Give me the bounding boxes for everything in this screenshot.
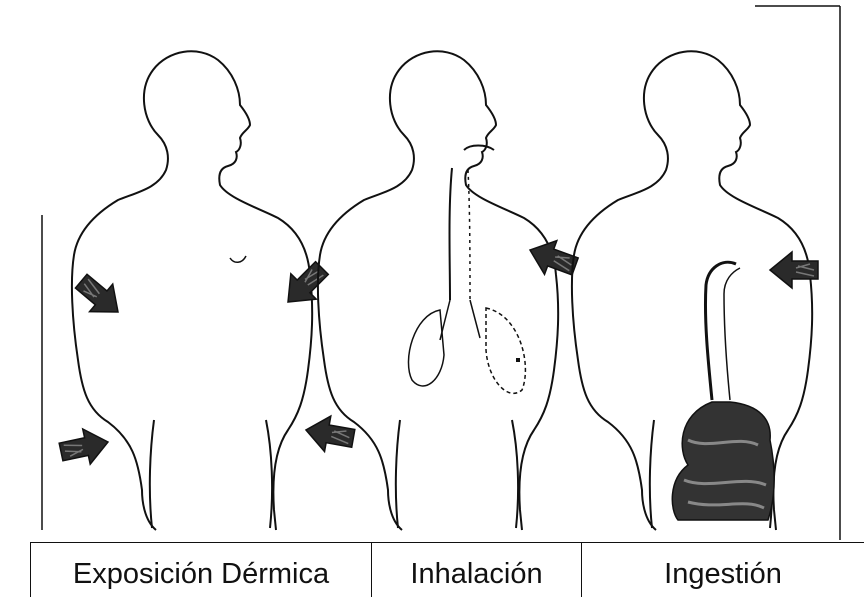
label-ingestion: Ingestión (582, 543, 864, 597)
route-label-row: Exposición Dérmica Inhalación Ingestión (30, 542, 864, 597)
dermal-arrow-upper-right (275, 255, 334, 314)
ingestion-body-figure (572, 51, 812, 530)
label-inhalation: Inhalación (372, 543, 582, 597)
label-dermal-exposure: Exposición Dérmica (30, 543, 372, 597)
inhalation-body-figure (318, 51, 558, 530)
dermal-arrow-lower-left (57, 424, 111, 469)
dermal-arrow-upper-left (70, 267, 130, 325)
